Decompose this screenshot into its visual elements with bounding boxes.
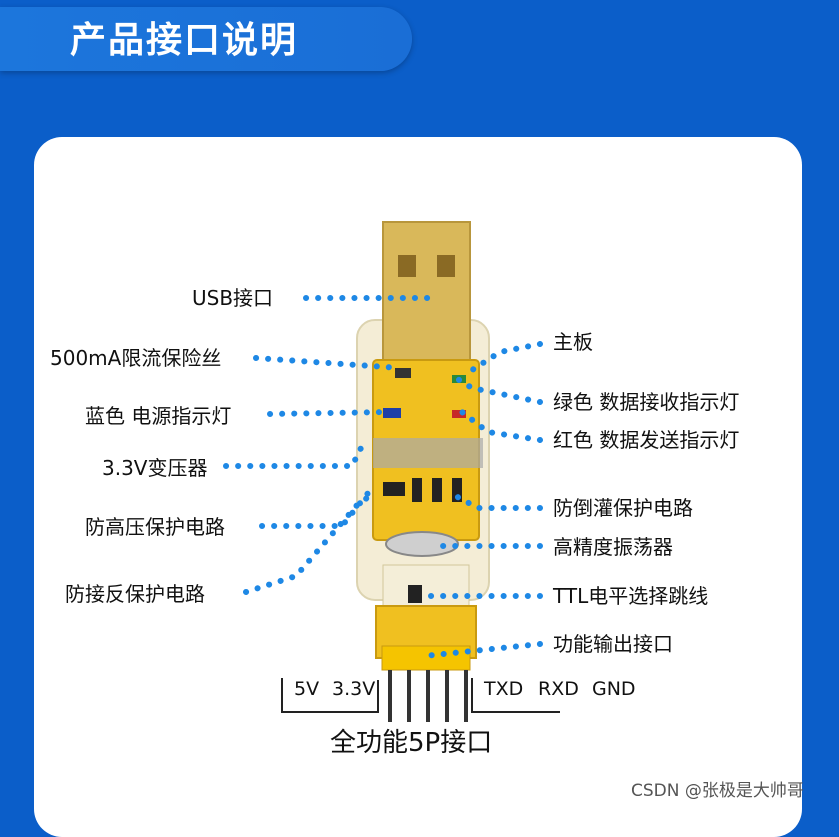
- pin-housing: [381, 645, 471, 671]
- label-fuse: 500mA限流保险丝: [50, 346, 222, 370]
- jumper-cap: [408, 585, 422, 603]
- tx-led-component: [452, 410, 466, 418]
- bracket-left: [281, 678, 379, 713]
- power-led-component: [383, 408, 401, 418]
- label-oscillator: 高精度振荡器: [553, 535, 673, 559]
- pin-label-3v3: 3.3V: [332, 678, 376, 700]
- label-rx-led: 绿色 数据接收指示灯: [553, 390, 740, 414]
- pin-label-gnd: GND: [592, 678, 636, 700]
- usb-plug-hole-right: [437, 255, 455, 277]
- label-ttl-jumper: TTL电平选择跳线: [553, 584, 709, 608]
- label-reverse-protect: 防接反保护电路: [65, 582, 205, 606]
- connector-title: 全功能5P接口: [330, 728, 493, 758]
- label-regulator: 3.3V变压器: [102, 456, 208, 480]
- usb-plug: [382, 221, 471, 363]
- diode-b: [432, 478, 442, 502]
- oscillator-component: [385, 531, 459, 557]
- usb-module-diagram: [223, 221, 560, 722]
- jumper-area: [382, 564, 470, 608]
- label-mainboard: 主板: [553, 330, 593, 354]
- header-tab: 产品接口说明: [0, 7, 412, 71]
- diode-a: [412, 478, 422, 502]
- regulator-component: [383, 482, 405, 496]
- watermark: CSDN @张极是大帅哥: [631, 781, 804, 801]
- label-tx-led: 红色 数据发送指示灯: [553, 428, 740, 452]
- leader-lines: [223, 295, 543, 659]
- fuse-component: [395, 368, 411, 378]
- pin-label-txd: TXD: [484, 678, 524, 700]
- diode-c: [452, 478, 462, 502]
- header-title: 产品接口说明: [70, 20, 299, 61]
- pin-label-5v: 5V: [294, 678, 320, 700]
- chip-blurred: [373, 438, 483, 468]
- label-power-led: 蓝色 电源指示灯: [85, 404, 232, 428]
- label-hv-protect: 防高压保护电路: [85, 515, 225, 539]
- pins: [388, 670, 468, 722]
- label-output: 功能输出接口: [553, 632, 673, 656]
- usb-plug-hole-left: [398, 255, 416, 277]
- bracket-right: [471, 678, 560, 713]
- pin-label-rxd: RXD: [538, 678, 579, 700]
- label-usb: USB接口: [192, 286, 274, 310]
- label-backflow: 防倒灌保护电路: [553, 496, 693, 520]
